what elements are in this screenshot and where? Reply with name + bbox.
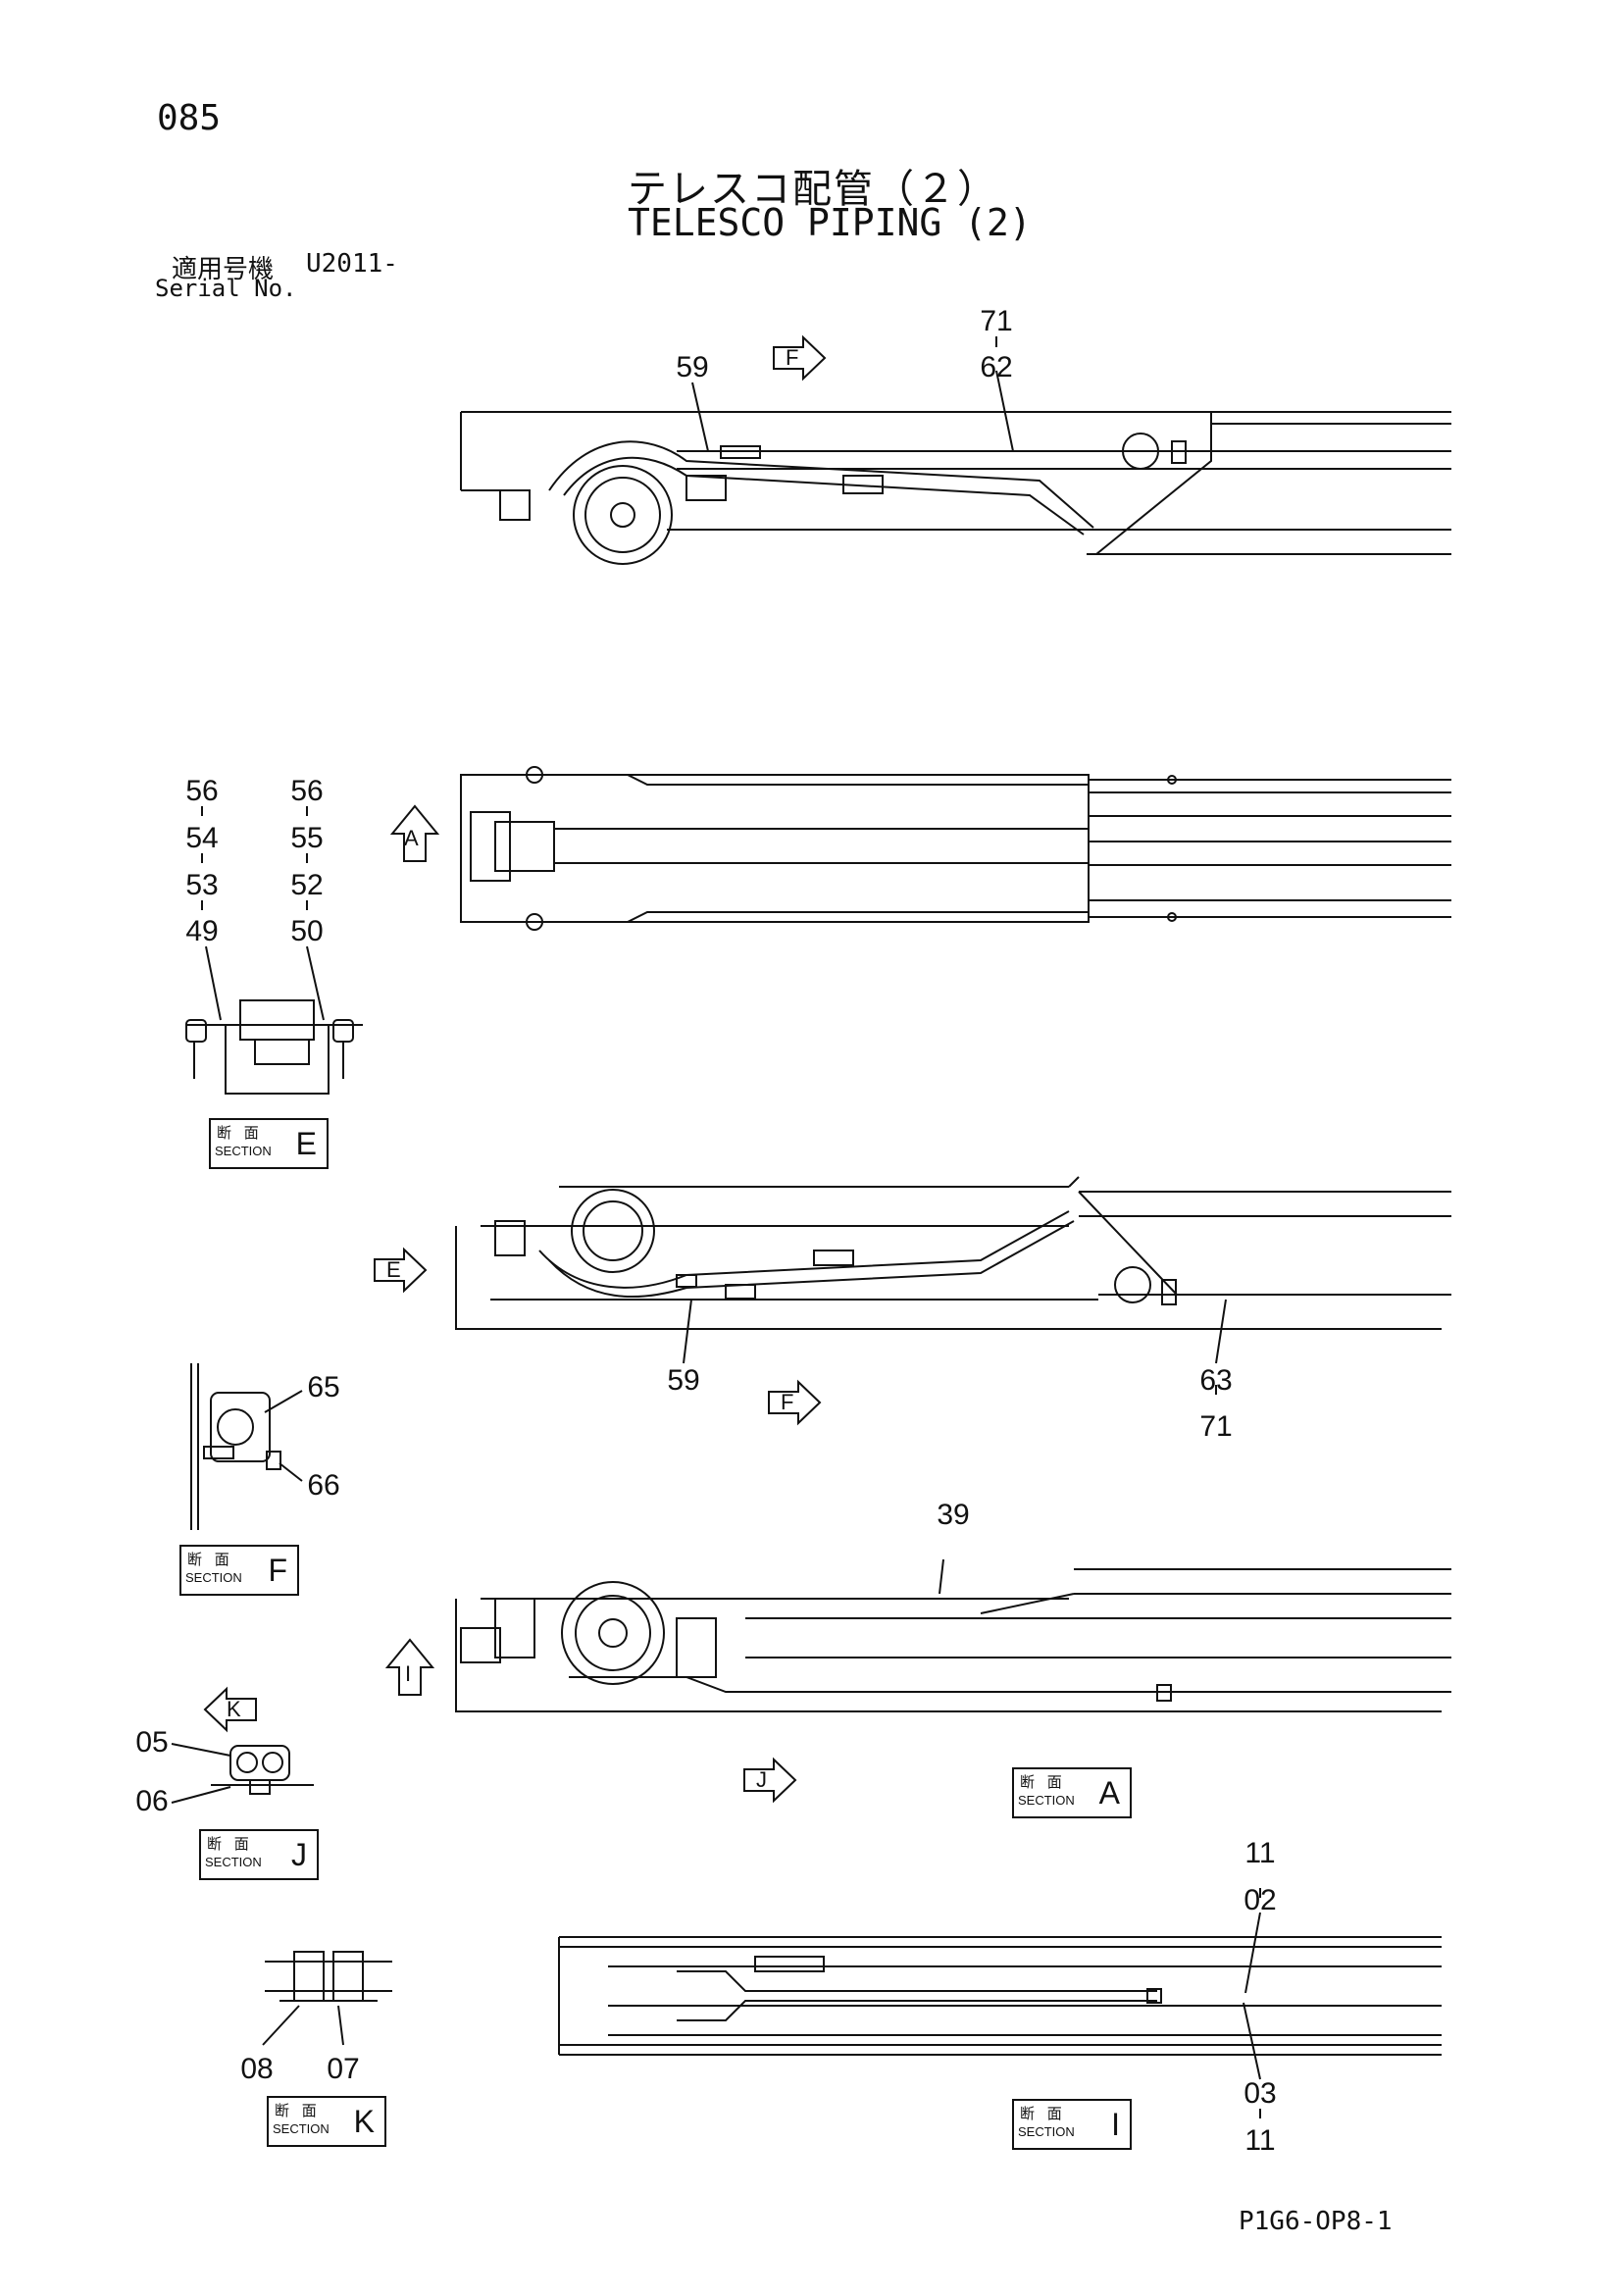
bottom-boom-plan <box>558 1936 1442 2056</box>
part-number: 62 <box>980 351 1013 383</box>
part-number: 52 <box>290 869 324 901</box>
part-number: 08 <box>240 2053 274 2085</box>
view-arrow-j: J <box>740 1756 799 1805</box>
section-label-en: SECTION <box>185 1570 242 1585</box>
view-arrow-a: A <box>390 804 439 863</box>
page-title-en: TELESCO PIPING (2) <box>628 201 1032 244</box>
section-e-detail <box>185 999 363 1095</box>
view-arrow-label: F <box>786 345 799 370</box>
part-number: 56 <box>290 775 324 807</box>
serial-value: U2011- <box>306 249 398 279</box>
section-letter: K <box>353 2104 375 2139</box>
section-label-jp: 断 面 <box>217 1124 263 1142</box>
section-label-en: SECTION <box>215 1144 272 1158</box>
section-label-en: SECTION <box>205 1855 262 1869</box>
view-arrow-label: I <box>405 1661 412 1686</box>
view-arrow-label: E <box>386 1257 401 1282</box>
part-number: 59 <box>676 351 709 383</box>
section-k-detail <box>265 1951 392 2002</box>
part-number: 56 <box>185 775 219 807</box>
part-number: 66 <box>307 1469 340 1502</box>
part-number: 54 <box>185 822 219 854</box>
top-boom-side-view <box>460 411 1451 565</box>
section-label-f: 断 面 SECTION F <box>179 1545 299 1596</box>
section-label-jp: 断 面 <box>207 1835 253 1853</box>
section-label-k: 断 面 SECTION K <box>267 2096 386 2147</box>
view-arrow-f-top: F <box>770 333 829 383</box>
plan-view-a <box>460 766 1451 931</box>
part-number: 71 <box>1199 1410 1233 1443</box>
part-number: 63 <box>1199 1364 1233 1397</box>
section-label-jp: 断 面 <box>187 1551 233 1568</box>
part-number: 50 <box>290 915 324 947</box>
mid-boom-side-view <box>455 1176 1451 1330</box>
part-number: 39 <box>937 1499 970 1531</box>
section-label-en: SECTION <box>1018 1793 1075 1808</box>
view-arrow-f-mid: F <box>765 1378 824 1427</box>
part-number: 11 <box>1244 2124 1276 2157</box>
page-number: 085 <box>157 98 222 138</box>
view-arrow-label: J <box>756 1767 767 1792</box>
part-number: 59 <box>667 1364 700 1397</box>
view-arrow-k: K <box>201 1685 260 1734</box>
view-arrow-i: I <box>385 1638 434 1697</box>
section-letter: E <box>295 1126 317 1161</box>
part-number: 49 <box>185 915 219 947</box>
view-i-side <box>455 1568 1451 1712</box>
part-number: 71 <box>980 305 1013 337</box>
section-label-jp: 断 面 <box>1020 1773 1066 1791</box>
serial-label-en: Serial No. <box>155 275 297 302</box>
section-label-i: 断 面 SECTION I <box>1012 2099 1132 2150</box>
section-label-a: 断 面 SECTION A <box>1012 1767 1132 1818</box>
section-letter: F <box>268 1553 287 1588</box>
part-number: 05 <box>135 1726 169 1759</box>
view-arrow-label: K <box>227 1697 241 1721</box>
section-letter: I <box>1111 2107 1120 2142</box>
section-label-en: SECTION <box>273 2121 330 2136</box>
section-label-jp: 断 面 <box>275 2102 321 2119</box>
section-label-en: SECTION <box>1018 2124 1075 2139</box>
view-arrow-label: A <box>404 826 419 850</box>
section-label-jp: 断 面 <box>1020 2105 1066 2122</box>
document-code: P1G6-OP8-1 <box>1239 2207 1393 2236</box>
view-arrow-e: E <box>371 1246 430 1295</box>
section-letter: A <box>1098 1775 1120 1811</box>
part-number: 07 <box>327 2053 360 2085</box>
arrow-icon <box>374 1247 428 1294</box>
part-number: 65 <box>307 1371 340 1403</box>
section-j-detail <box>211 1745 314 1795</box>
section-letter: J <box>291 1837 307 1872</box>
arrow-icon <box>743 1757 797 1804</box>
view-arrow-label: F <box>781 1390 794 1414</box>
page-title-jp: テレスコ配管（２） <box>628 167 998 212</box>
arrow-icon <box>773 334 827 382</box>
part-number: 03 <box>1243 2077 1277 2110</box>
part-number: 02 <box>1243 1884 1277 1916</box>
part-number: 06 <box>135 1785 169 1817</box>
section-label-e: 断 面 SECTION E <box>209 1118 329 1169</box>
section-label-j: 断 面 SECTION J <box>199 1829 319 1880</box>
serial-label-jp: 適用号機 <box>172 255 275 284</box>
arrow-icon <box>385 1638 434 1696</box>
arrow-icon <box>768 1379 822 1426</box>
arrow-icon <box>390 804 439 862</box>
part-number: 53 <box>185 869 219 901</box>
section-f-detail <box>190 1363 281 1530</box>
part-number: 55 <box>290 822 324 854</box>
arrow-icon <box>203 1686 257 1733</box>
part-number: 11 <box>1244 1837 1276 1869</box>
